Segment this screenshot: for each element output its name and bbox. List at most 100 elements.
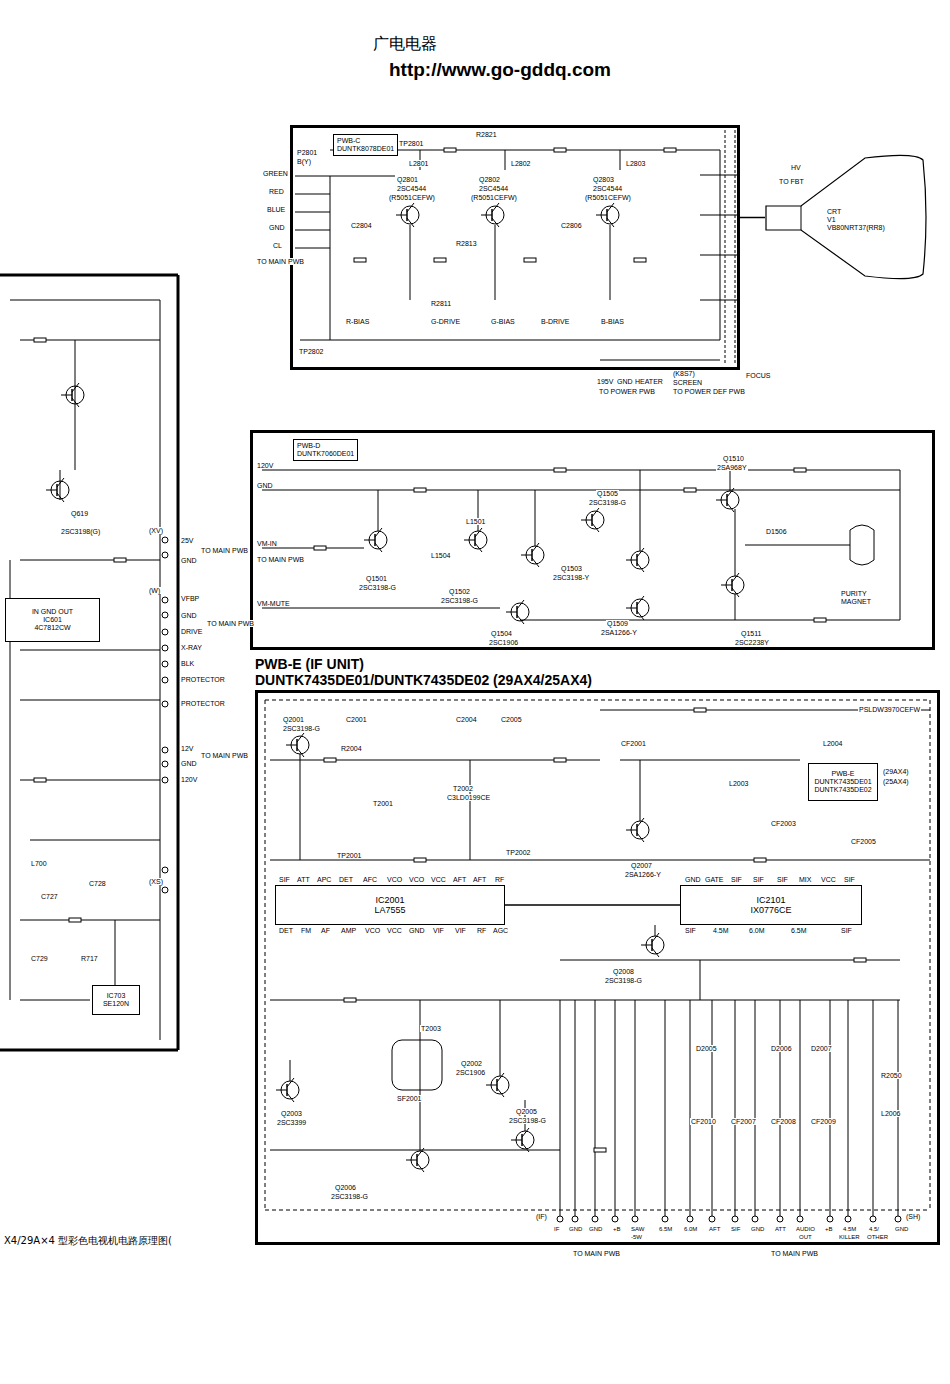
part-label: Q2008 xyxy=(612,968,635,975)
connector-pin xyxy=(162,701,168,707)
part-label: Q2005 xyxy=(515,1108,538,1115)
part-label: AUDIO xyxy=(795,1226,816,1232)
transistor-symbol xyxy=(626,548,649,572)
node-text: DUNTK7060DE01 xyxy=(297,450,354,458)
wire xyxy=(700,960,701,1000)
transistor-symbol xyxy=(511,1128,534,1152)
inner-border xyxy=(930,700,931,1210)
resistor-symbol xyxy=(554,468,566,472)
panel-border xyxy=(0,1049,178,1052)
part-label: TO FBT xyxy=(778,178,805,185)
part-label: R2004 xyxy=(340,745,363,752)
part-label: TP2001 xyxy=(336,852,363,859)
part-label: GND xyxy=(894,1226,909,1232)
part-label: 2SC3198-Y xyxy=(552,574,590,581)
panel-heading: PWB-E (IF UNIT)DUNTK7435DE01/DUNTK7435DE… xyxy=(255,656,592,688)
part-label: T2003 xyxy=(420,1025,442,1032)
part-label: FM xyxy=(300,927,312,934)
node-text: PWB-D xyxy=(297,442,354,450)
part-label: TP2002 xyxy=(505,849,532,856)
part-label: GND xyxy=(684,876,702,883)
part-label: BLK xyxy=(180,660,195,667)
part-label: AF xyxy=(320,927,331,934)
part-label: 2SC3198-G xyxy=(282,725,321,732)
node-text: VB80NRT37(RR8) xyxy=(827,224,885,232)
part-label: Q1505 xyxy=(596,490,619,497)
part-label: CF2005 xyxy=(850,838,877,845)
part-label: (XV) xyxy=(148,527,164,534)
part-label: Q1502 xyxy=(448,588,471,595)
part-label: HEATER xyxy=(634,378,664,385)
node-text: DUNTK8078DE01 xyxy=(337,145,394,153)
part-label: PROTECTOR xyxy=(180,676,226,683)
resistor-symbol xyxy=(664,148,676,152)
part-label: L2801 xyxy=(408,160,429,167)
part-label: L700 xyxy=(30,860,48,867)
wire xyxy=(900,470,901,620)
part-label: Q1501 xyxy=(365,575,388,582)
part-label: VCO xyxy=(408,876,425,883)
wire xyxy=(270,1000,900,1001)
transistor-symbol xyxy=(641,933,664,957)
part-label: AFT xyxy=(452,876,467,883)
resistor-symbol xyxy=(344,998,356,1002)
part-label: (R5051CEFW) xyxy=(470,194,518,201)
part-label: TO MAIN PWB xyxy=(572,1250,621,1257)
panel-heading: PWB-DDUNTK7060DE01 xyxy=(293,439,358,461)
part-label: 4.5M xyxy=(712,927,730,934)
resistor-symbol xyxy=(314,546,326,550)
wire xyxy=(10,300,160,301)
connector-pin xyxy=(162,661,168,667)
resistor-symbol xyxy=(524,258,536,262)
connector-pin xyxy=(162,629,168,635)
part-label: KILLER xyxy=(838,1234,861,1240)
part-label: Q2802 xyxy=(478,176,501,183)
part-label: RF xyxy=(476,927,487,934)
circuit-board-panel: PWB-DDUNTK7060DE01 xyxy=(250,430,935,650)
connector-pin xyxy=(162,677,168,683)
title: 广电电器 xyxy=(372,36,438,52)
wire xyxy=(300,754,301,860)
node-text: LA7555 xyxy=(374,905,405,915)
transistor-symbol xyxy=(716,488,739,512)
part-label: AFT xyxy=(472,876,487,883)
transistor-symbol xyxy=(286,733,309,757)
part-label: C2806 xyxy=(560,222,583,229)
part-label: 6.0M xyxy=(683,1226,698,1232)
resistor-symbol xyxy=(414,488,426,492)
part-label: VCO xyxy=(386,876,403,883)
wire xyxy=(495,225,496,300)
node-text: SE120N xyxy=(103,1000,129,1008)
part-label: GND xyxy=(180,612,198,619)
part-label: R2811 xyxy=(430,300,452,307)
part-label: VCO xyxy=(364,927,381,934)
part-label: PROTECTOR xyxy=(180,700,226,707)
part-label: PURITY xyxy=(840,590,868,597)
part-label: AMP xyxy=(340,927,357,934)
resistor-symbol xyxy=(854,958,866,962)
part-label: CF2010 xyxy=(690,1118,717,1125)
part-label: TO MAIN PWB xyxy=(256,258,305,265)
transistor-symbol xyxy=(581,508,604,532)
part-label: 2SC3198-G xyxy=(330,1193,369,1200)
part-label: GND xyxy=(588,1226,603,1232)
part-label: CF2001 xyxy=(620,740,647,747)
part-label: OTHER xyxy=(866,1234,889,1240)
connector-pin xyxy=(162,777,168,783)
node-text: PWB-C xyxy=(337,137,394,145)
part-label: -5W xyxy=(630,1234,643,1240)
part-label: +B xyxy=(612,1226,622,1232)
part-label: SIF xyxy=(730,876,743,883)
part-label: SIF xyxy=(776,876,789,883)
part-label: GREEN xyxy=(262,170,289,177)
resistor-symbol xyxy=(414,858,426,862)
wire xyxy=(720,150,721,340)
part-label: Q1510 xyxy=(722,455,745,462)
part-label: 2SC3198-G xyxy=(440,597,479,604)
connector-pin xyxy=(572,1216,578,1222)
wire xyxy=(270,1150,560,1151)
wire xyxy=(735,509,736,576)
part-label: SF2001 xyxy=(396,1095,423,1102)
part-label: TO MAIN PWB xyxy=(206,620,255,627)
part-label: HV xyxy=(790,164,802,171)
